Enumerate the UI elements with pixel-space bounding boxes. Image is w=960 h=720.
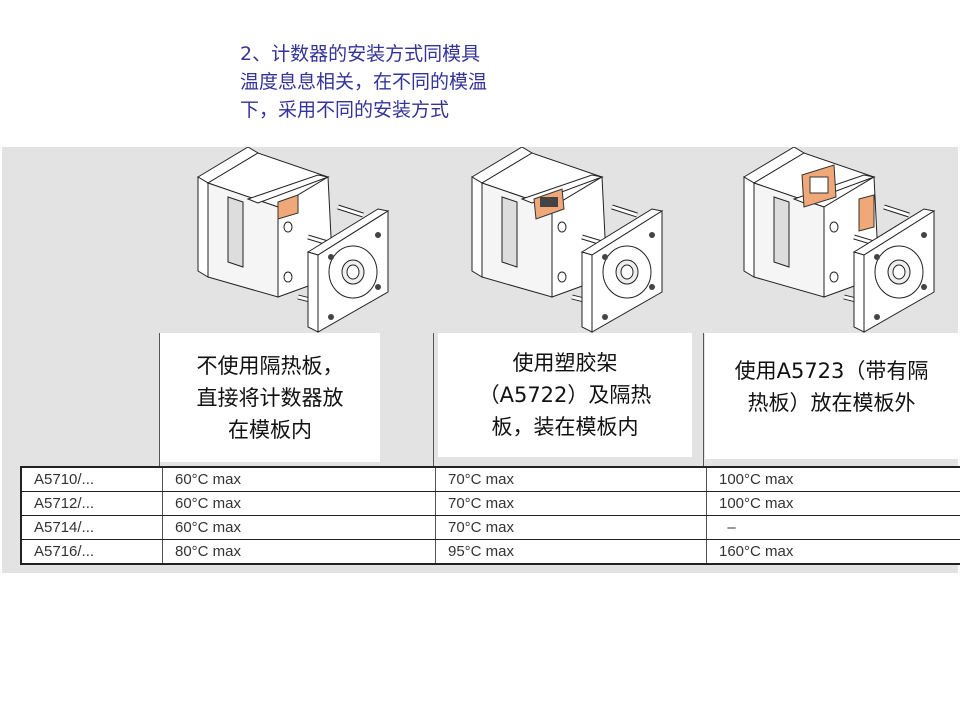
title-line: 温度息息相关，在不同的模温 — [240, 71, 488, 93]
label-no-insulation: 不使用隔热板， 直接将计数器放 在模板内 — [160, 333, 380, 462]
title-line: 2、计数器的安装方式同模具 — [240, 43, 481, 65]
label-line: 板，装在模板内 — [491, 415, 639, 439]
title-line: 下，采用不同的安装方式 — [240, 99, 450, 121]
mold-diagram-inside-no-insulation — [188, 147, 408, 337]
temp-cell: 70°C max — [435, 491, 707, 516]
label-plastic-holder: 使用塑胶架 （A5722）及隔热 板，装在模板内 — [438, 333, 692, 457]
counter-icon — [277, 194, 299, 220]
label-line: 使用A5723（带有隔 — [734, 359, 929, 383]
temp-cell: 60°C max — [162, 515, 436, 540]
table-row: A5714/... 60°C max 70°C max – — [20, 515, 960, 540]
table-row: A5712/... 60°C max 70°C max 100°C max — [20, 491, 960, 516]
mounting-figure-panel: 不使用隔热板， 直接将计数器放 在模板内 使用塑胶架 （A5722）及隔热 板，… — [2, 147, 960, 573]
label-a5723-outside: 使用A5723（带有隔 热板）放在模板外 — [705, 333, 958, 459]
table-row: A5716/... 80°C max 95°C max 160°C max — [20, 539, 960, 565]
label-line: 使用塑胶架 — [512, 351, 618, 375]
temp-cell: 70°C max — [435, 466, 707, 492]
temp-cell: 80°C max — [162, 539, 436, 565]
label-line: 在模板内 — [228, 417, 312, 442]
temp-cell: 100°C max — [706, 466, 960, 492]
temp-cell: 95°C max — [435, 539, 707, 565]
column-divider — [433, 333, 434, 467]
model-cell: A5712/... — [20, 491, 163, 516]
model-cell: A5716/... — [20, 539, 163, 565]
model-cell: A5710/... — [20, 466, 163, 492]
mold-diagram-outside-a5723 — [734, 147, 954, 337]
label-line: 不使用隔热板， — [196, 353, 344, 378]
model-cell: A5714/... — [20, 515, 163, 540]
temp-cell: 60°C max — [162, 491, 436, 516]
column-divider — [703, 333, 704, 467]
temp-cell: 160°C max — [706, 539, 960, 565]
label-line: 直接将计数器放 — [196, 385, 344, 410]
temp-cell: – — [706, 515, 960, 540]
label-line: 热板）放在模板外 — [747, 391, 916, 415]
slide-title: 2、计数器的安装方式同模具 温度息息相关，在不同的模温 下，采用不同的安装方式 — [240, 40, 487, 124]
temperature-table: A5710/... 60°C max 70°C max 100°C max A5… — [20, 466, 960, 565]
mold-diagram-inside-with-holder — [462, 147, 682, 337]
label-line: （A5722）及隔热 — [478, 383, 652, 407]
table-row: A5710/... 60°C max 70°C max 100°C max — [20, 466, 960, 492]
temp-cell: 100°C max — [706, 491, 960, 516]
temp-cell: 70°C max — [435, 515, 707, 540]
column-divider — [159, 333, 160, 467]
temp-cell: 60°C max — [162, 466, 436, 492]
